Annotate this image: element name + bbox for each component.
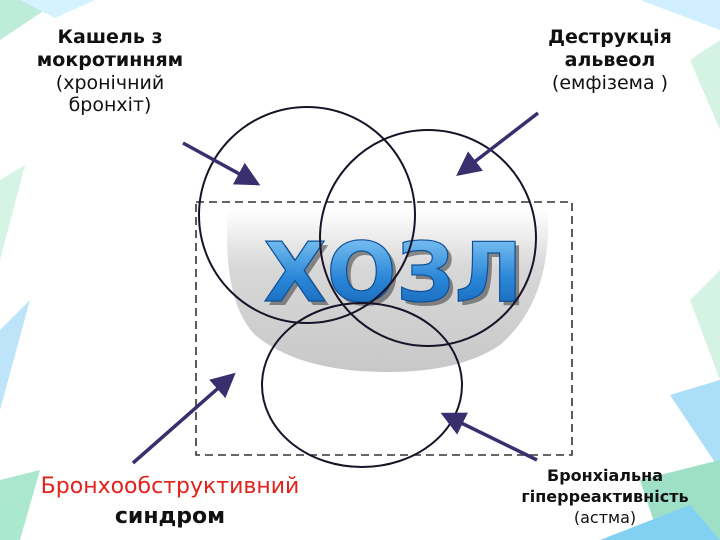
center-title: ХОЗЛ	[263, 226, 522, 321]
arrow-top-left	[182, 141, 261, 186]
circle-asthma	[261, 302, 463, 468]
label-chronic-bronchitis: Кашель з мокротинням (хронічний бронхіт)	[10, 26, 210, 117]
arrow-top-right	[456, 111, 540, 176]
bl-line2: синдром	[114, 503, 226, 529]
tl-line1: Кашель з	[57, 26, 163, 48]
label-asthma: Бронхіальна гіперреактивність (астма)	[500, 466, 710, 528]
circle-emphysema	[319, 129, 537, 347]
gray-dome	[227, 210, 549, 372]
label-bronchoobstructive: Бронхообструктивний синдром	[5, 472, 335, 531]
arrow-bottom-left	[131, 372, 236, 465]
br-line2: гіперреактивність	[521, 486, 689, 506]
dashed-frame	[195, 201, 573, 456]
tl-line2: мокротинням	[36, 48, 184, 71]
center-title-group: ХОЗЛ ХОЗЛ	[263, 225, 527, 325]
label-emphysema: Деструкція альвеол (емфізема )	[510, 26, 710, 94]
br-line3: (астма)	[573, 507, 637, 527]
tr-line3: (емфізема )	[551, 71, 669, 94]
arrow-bottom-right	[440, 412, 538, 462]
tl-line4: бронхіт)	[68, 94, 152, 117]
circle-chronic-bronchitis	[198, 106, 416, 324]
tl-line3: (хронічний	[55, 71, 165, 94]
tr-line2: альвеол	[564, 48, 656, 71]
bl-line1: Бронхообструктивний	[40, 474, 300, 499]
tr-line1: Деструкція	[548, 26, 672, 48]
br-line1: Бронхіальна	[547, 466, 663, 485]
